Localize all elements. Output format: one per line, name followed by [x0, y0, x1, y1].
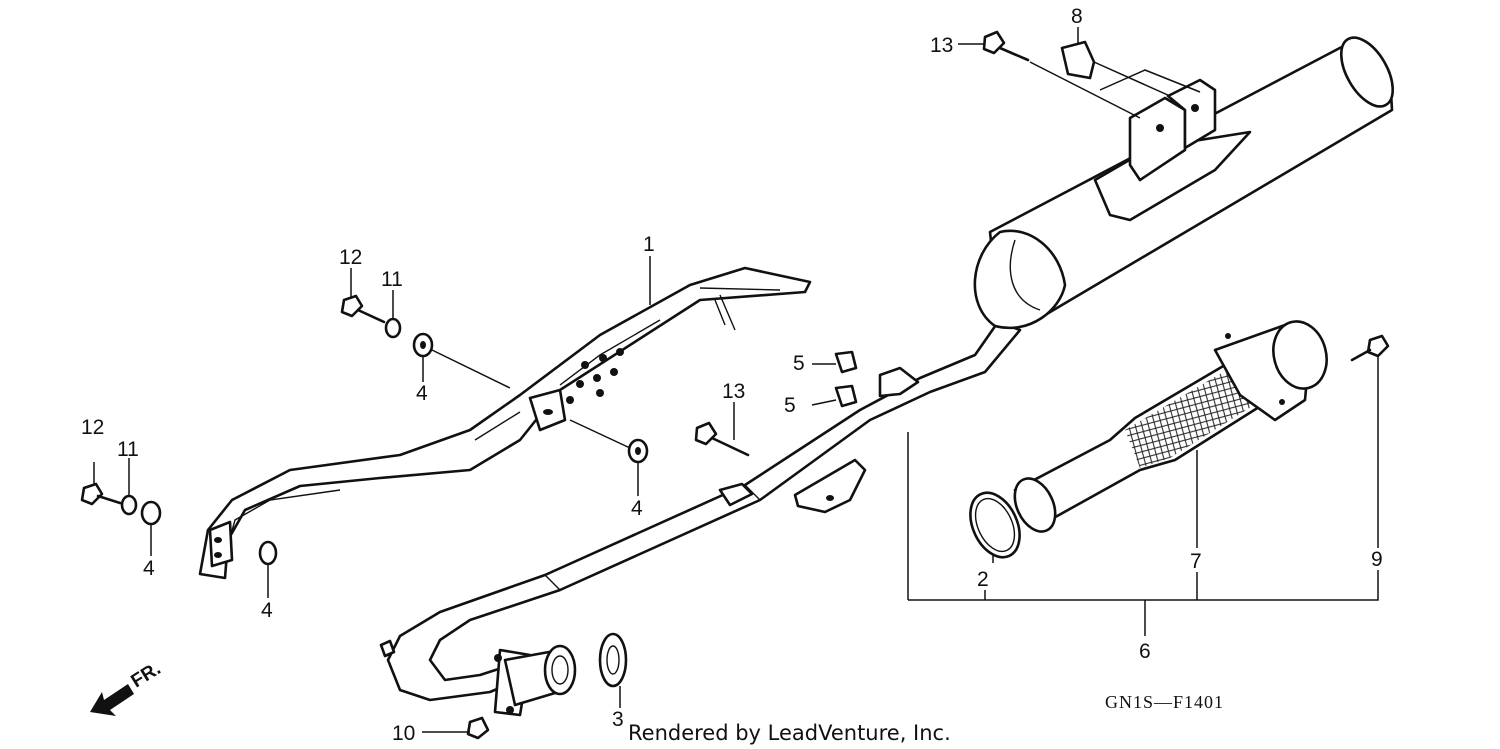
callout-4-left: 4	[143, 557, 155, 580]
callout-11-lower: 11	[117, 438, 139, 461]
render-credit: Rendered by LeadVenture, Inc.	[628, 721, 951, 745]
callout-4-upper: 4	[416, 382, 428, 405]
part-2-gasket	[969, 491, 1021, 559]
callout-7: 7	[1190, 550, 1202, 573]
callout-6: 6	[1139, 640, 1151, 663]
callout-13-top: 13	[930, 34, 953, 57]
front-arrow-icon	[90, 684, 134, 716]
callout-8: 8	[1071, 5, 1083, 28]
front-direction-marker: FR.	[90, 658, 165, 716]
callout-12-upper: 12	[339, 246, 362, 269]
direction-label: FR.	[128, 658, 165, 692]
callout-3: 3	[612, 708, 624, 731]
callout-9: 9	[1371, 548, 1383, 571]
part-7-tail-pipe	[1013, 320, 1328, 533]
callout-11-upper: 11	[381, 268, 403, 291]
part-1-exhaust-protector	[198, 266, 812, 580]
callout-5-upper: 5	[793, 352, 805, 375]
callout-13-mid: 13	[722, 380, 745, 403]
diagram-code: GN1S—F1401	[1105, 692, 1224, 712]
leader-lines	[93, 27, 1379, 733]
callout-labels: 1 2 3 4 4 4 4 5 5 6 7 8 9 10 11 11 12 12…	[81, 5, 1383, 745]
callout-10: 10	[392, 722, 415, 745]
callout-5-lower: 5	[784, 394, 796, 417]
callout-4-lower: 4	[261, 599, 273, 622]
callout-4-mid: 4	[631, 497, 643, 520]
exhaust-pipe	[386, 320, 1022, 702]
exhaust-joint-flange	[493, 644, 577, 717]
hardware	[80, 30, 1390, 740]
callout-1: 1	[643, 233, 655, 256]
part-3-gasket	[598, 632, 628, 688]
protector-vent-holes	[566, 348, 624, 404]
muffler	[973, 36, 1395, 330]
callout-2: 2	[977, 568, 989, 591]
callout-12-lower: 12	[81, 416, 104, 439]
